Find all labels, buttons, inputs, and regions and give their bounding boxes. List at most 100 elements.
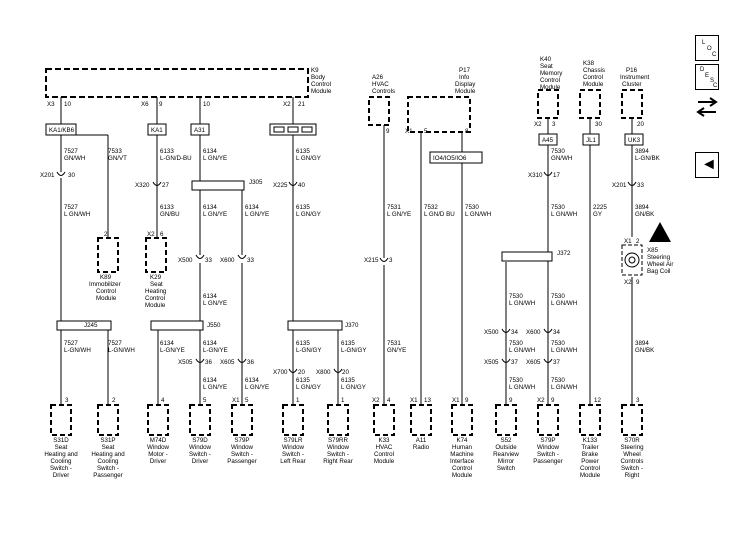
svg-text:2: 2 xyxy=(636,238,640,245)
k89-module-box[interactable] xyxy=(97,237,119,273)
svg-text:Body: Body xyxy=(311,74,326,81)
svg-text:S79D: S79D xyxy=(192,437,208,444)
svg-text:Switch -: Switch - xyxy=(621,465,643,472)
svg-text:7530: 7530 xyxy=(551,204,565,211)
svg-text:S79RR: S79RR xyxy=(328,437,348,444)
svg-text:Passenger: Passenger xyxy=(227,458,257,465)
svg-text:P17: P17 xyxy=(459,67,471,74)
k9-module-box[interactable] xyxy=(45,68,309,98)
k38-module-box[interactable] xyxy=(579,89,601,119)
svg-text:X1: X1 xyxy=(624,238,632,245)
svg-text:2225: 2225 xyxy=(593,204,607,211)
loc-button[interactable]: L O C xyxy=(695,35,719,61)
k29-module-box[interactable] xyxy=(145,237,167,273)
svg-text:GN/BK: GN/BK xyxy=(635,211,655,218)
svg-text:Control: Control xyxy=(145,295,165,302)
airbag-warning-icon xyxy=(649,222,671,242)
svg-text:X215: X215 xyxy=(364,257,379,264)
a26-module-box[interactable] xyxy=(368,96,390,126)
svg-text:Driver: Driver xyxy=(192,458,209,465)
svg-text:7530: 7530 xyxy=(509,293,523,300)
svg-text:27: 27 xyxy=(162,182,169,189)
svg-text:GN/WH: GN/WH xyxy=(64,155,85,162)
svg-text:A45: A45 xyxy=(542,137,554,144)
svg-text:L GN/YE: L GN/YE xyxy=(203,300,227,307)
a26-label: A26 HVAC Controls xyxy=(372,74,395,95)
top-pin-labels: X3 10 X6 9 10 X2 21 9 X1 5 8 X2 3 30 20 xyxy=(47,101,644,135)
svg-text:X201: X201 xyxy=(612,182,627,189)
loc-letter: C xyxy=(712,52,717,58)
swap-arrows-icon[interactable] xyxy=(696,97,718,117)
svg-text:Motor -: Motor - xyxy=(148,451,168,458)
x85-module-box[interactable] xyxy=(621,244,643,276)
svg-text:Passenger: Passenger xyxy=(533,458,563,465)
svg-text:6135: 6135 xyxy=(296,204,310,211)
wire-lines xyxy=(60,97,633,405)
svg-text:Wheel Air: Wheel Air xyxy=(647,261,673,268)
svg-text:Seat: Seat xyxy=(55,444,68,451)
svg-text:L-GN/BK: L-GN/BK xyxy=(635,155,661,162)
svg-text:GN/VT: GN/VT xyxy=(108,155,127,162)
svg-text:L-GN/WH: L-GN/WH xyxy=(108,347,135,354)
desc-button[interactable]: D E S C xyxy=(695,64,719,90)
svg-text:JL1: JL1 xyxy=(586,137,597,144)
svg-text:Heating and: Heating and xyxy=(91,451,125,458)
k9-label: K9 Body Control Module xyxy=(311,67,332,95)
svg-text:Control: Control xyxy=(452,465,472,472)
svg-text:Steering: Steering xyxy=(647,254,671,261)
svg-text:3: 3 xyxy=(389,257,393,264)
back-button[interactable]: ◄ xyxy=(695,152,719,178)
svg-text:Driver: Driver xyxy=(150,458,167,465)
svg-text:X225: X225 xyxy=(273,182,288,189)
svg-text:HVAC: HVAC xyxy=(372,81,389,88)
svg-text:HVAC: HVAC xyxy=(376,444,393,451)
svg-text:9: 9 xyxy=(386,128,390,135)
svg-text:7533: 7533 xyxy=(108,148,122,155)
svg-text:6134: 6134 xyxy=(203,293,217,300)
svg-text:X500: X500 xyxy=(178,257,193,264)
connector-arcs xyxy=(56,171,637,373)
svg-text:1: 1 xyxy=(341,397,345,404)
svg-text:X505: X505 xyxy=(484,359,499,366)
svg-text:S79P: S79P xyxy=(234,437,249,444)
svg-text:L GN/WH: L GN/WH xyxy=(465,211,491,218)
p16-module-box[interactable] xyxy=(621,89,643,119)
svg-text:7530: 7530 xyxy=(509,340,523,347)
svg-text:7530: 7530 xyxy=(509,377,523,384)
svg-text:20: 20 xyxy=(298,369,305,376)
svg-text:10: 10 xyxy=(203,101,210,108)
svg-text:L GN/YE: L GN/YE xyxy=(387,211,411,218)
svg-text:KA1/KB6: KA1/KB6 xyxy=(49,127,75,134)
svg-text:Seat: Seat xyxy=(102,444,115,451)
svg-text:X1: X1 xyxy=(410,397,418,404)
splice-bars[interactable]: J305 J245 J550 J370 J372 xyxy=(56,179,571,331)
svg-text:30: 30 xyxy=(68,172,75,179)
svg-text:Switch -: Switch - xyxy=(97,465,119,472)
svg-text:9: 9 xyxy=(465,397,469,404)
svg-text:9: 9 xyxy=(551,397,555,404)
svg-text:Switch -: Switch - xyxy=(282,451,304,458)
bottom-component-boxes[interactable] xyxy=(50,404,643,436)
p17-label: P17 Info Display Module xyxy=(455,67,476,95)
svg-text:1: 1 xyxy=(296,397,300,404)
svg-text:S79LR: S79LR xyxy=(284,437,303,444)
svg-text:X600: X600 xyxy=(220,257,235,264)
svg-text:Module: Module xyxy=(145,302,166,309)
svg-text:L-GN/D-BU: L-GN/D-BU xyxy=(160,155,192,162)
svg-text:J370: J370 xyxy=(345,322,359,329)
svg-text:5: 5 xyxy=(424,128,428,135)
svg-text:37: 37 xyxy=(553,359,560,366)
svg-text:Chassis: Chassis xyxy=(583,67,605,74)
svg-text:Switch -: Switch - xyxy=(50,465,72,472)
svg-text:Control: Control xyxy=(311,81,331,88)
svg-text:Info: Info xyxy=(459,74,470,81)
k40-module-box[interactable] xyxy=(537,89,559,119)
svg-text:GN/YE: GN/YE xyxy=(387,347,406,354)
svg-text:IO4/IO5/IO6: IO4/IO5/IO6 xyxy=(433,155,467,162)
svg-text:K40: K40 xyxy=(540,56,552,63)
svg-text:Immobilizer: Immobilizer xyxy=(89,281,121,288)
svg-text:33: 33 xyxy=(205,257,212,264)
svg-text:Steering: Steering xyxy=(620,444,644,451)
p17-module-box[interactable] xyxy=(407,96,471,133)
svg-text:X310: X310 xyxy=(528,172,543,179)
